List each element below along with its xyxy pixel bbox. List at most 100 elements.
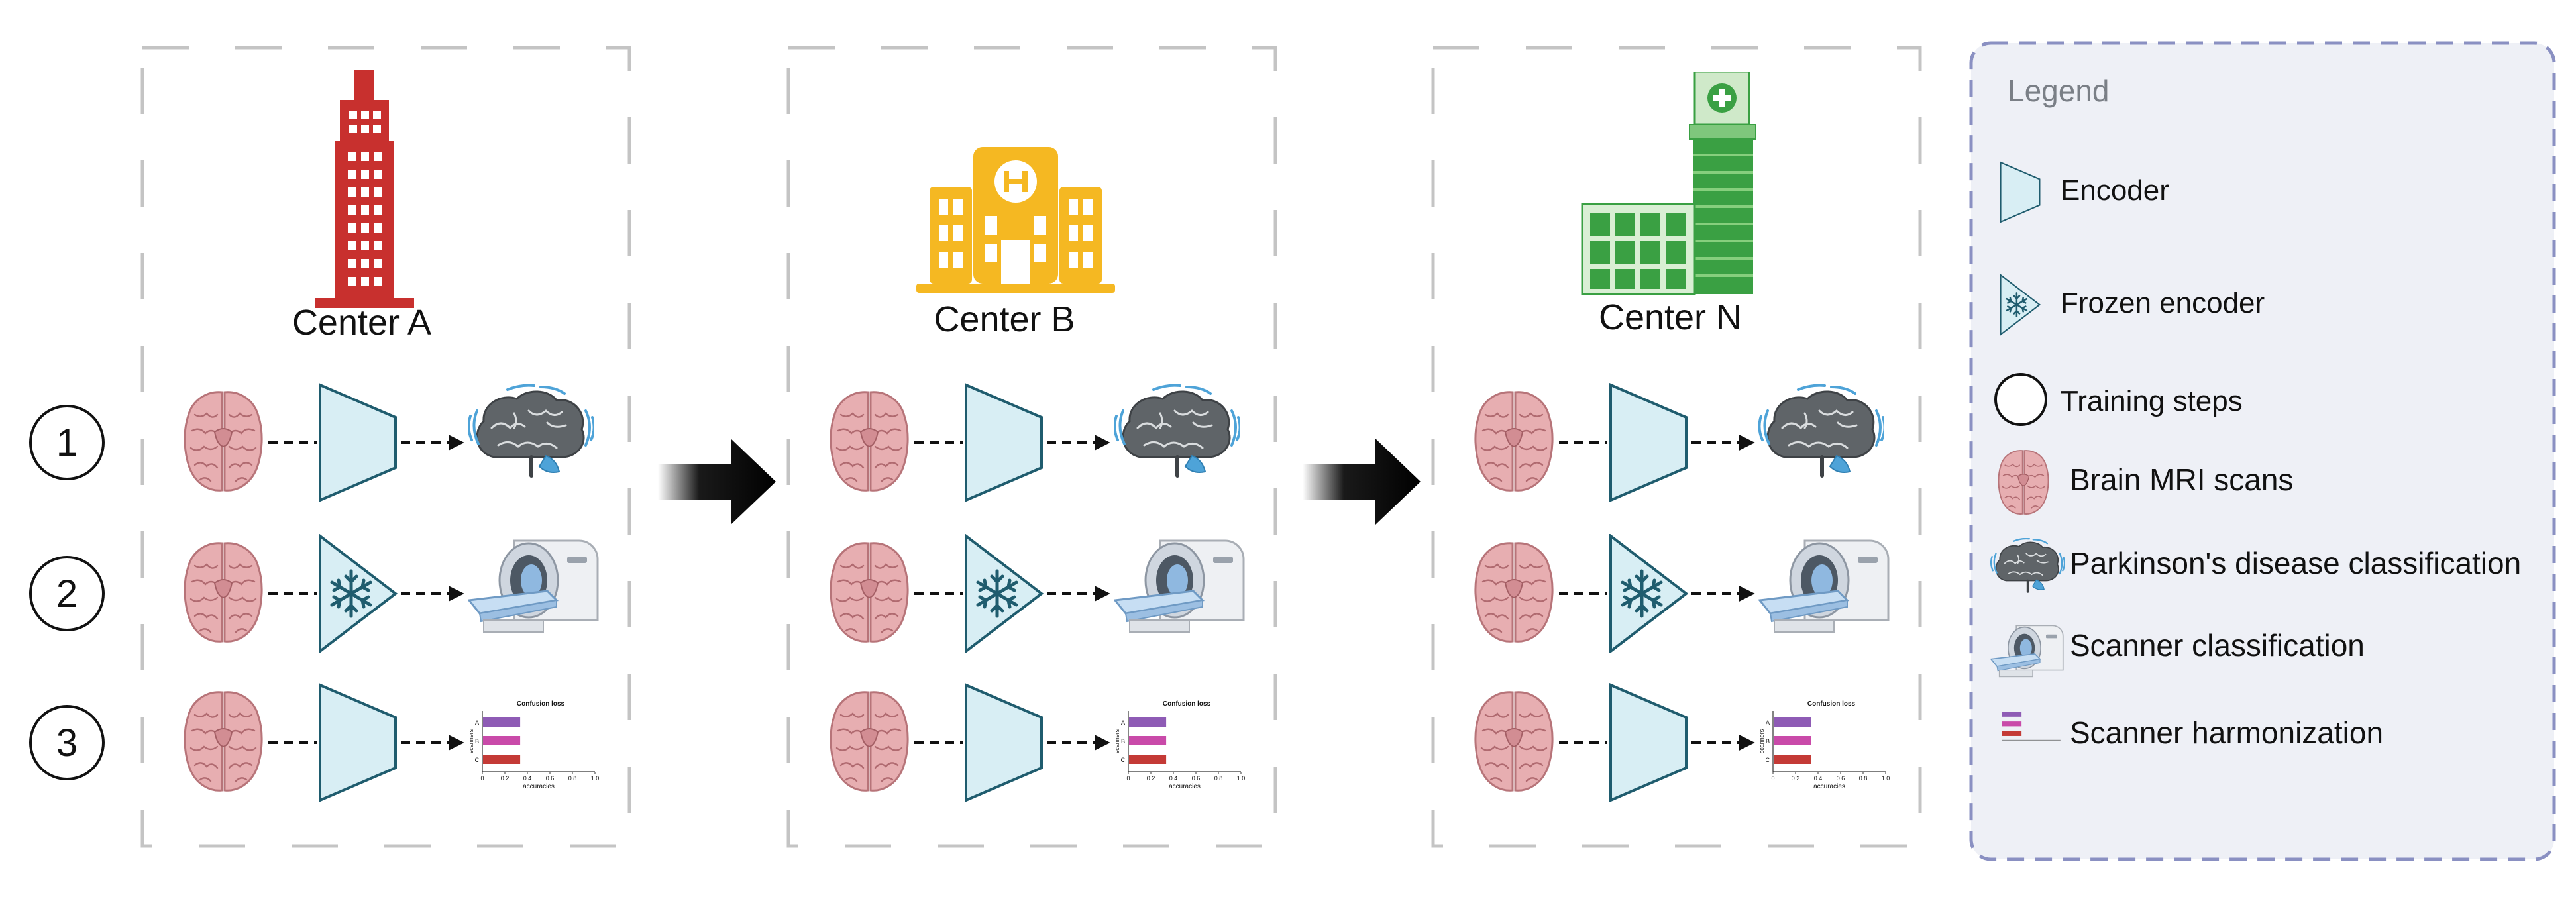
brain-mri-icon bbox=[1474, 391, 1554, 492]
legend-mini-bar-b bbox=[2002, 721, 2022, 727]
arrow-a-to-b-icon bbox=[658, 439, 776, 525]
encoder-icon bbox=[1609, 384, 1688, 502]
center-a-confusion-tick-label: 0.4 bbox=[523, 775, 532, 782]
center-a-confusion-xlabel: accuracies bbox=[523, 783, 555, 790]
center-b-confusion-tick-label: 0.6 bbox=[1192, 775, 1201, 782]
center-b-confusion-tick-label: 1.0 bbox=[1237, 775, 1246, 782]
parkinson-brain-icon bbox=[1759, 386, 1884, 476]
center-b-confusion-tick-label: 0.2 bbox=[1147, 775, 1155, 782]
legend-label-encoder: Encoder bbox=[2061, 174, 2169, 207]
encoder-icon bbox=[1609, 684, 1688, 802]
legend-mini-chart bbox=[2002, 708, 2061, 741]
parkinson-brain-icon bbox=[468, 386, 594, 476]
center-b-confusion-bar-a bbox=[1129, 717, 1167, 727]
center-a-confusion-tick-label: 0.8 bbox=[568, 775, 577, 782]
brain-mri-icon bbox=[1474, 691, 1554, 792]
center-b-confusion-bar-c bbox=[1129, 755, 1167, 764]
mini-chart-icon bbox=[2002, 708, 2061, 741]
center-a-confusion-tick-label: 1.0 bbox=[591, 775, 600, 782]
center-b-confusion-bar-b bbox=[1129, 736, 1167, 745]
center-n-confusion-title: Confusion loss bbox=[1807, 700, 1856, 708]
center-a-confusion-cat-a: A bbox=[475, 719, 479, 726]
legend-label-frozen: Frozen encoder bbox=[2061, 287, 2265, 319]
mri-scanner-icon bbox=[468, 539, 599, 633]
legend-label-scanner: Scanner classification bbox=[2070, 628, 2365, 663]
center-a-confusion-tick-label: 0 bbox=[480, 775, 484, 782]
center-a-confusion-tick-label: 0.2 bbox=[501, 775, 510, 782]
center-b-frame bbox=[786, 46, 1277, 848]
step-1-row bbox=[830, 384, 1240, 502]
circle-icon bbox=[1994, 373, 2047, 426]
step-1-label: 1 bbox=[56, 421, 78, 464]
center-n-confusion-bar-b bbox=[1774, 736, 1811, 745]
legend-mini-bar-c bbox=[2002, 731, 2022, 736]
center-b-confusion-title: Confusion loss bbox=[1163, 700, 1211, 708]
frozen-encoder-icon bbox=[320, 536, 396, 651]
step-3-marker: 3 bbox=[29, 705, 105, 780]
step-2-marker: 2 bbox=[29, 556, 105, 631]
brain-mri-icon bbox=[184, 691, 263, 792]
center-a-label: Center A bbox=[292, 303, 431, 343]
encoder-icon bbox=[319, 384, 397, 502]
center-n-confusion-xlabel: accuracies bbox=[1813, 783, 1845, 790]
center-n-label: Center N bbox=[1599, 297, 1742, 337]
brain-mri-icon bbox=[830, 391, 909, 492]
mri-scanner-icon bbox=[1114, 539, 1245, 633]
step-2-row bbox=[830, 536, 1245, 651]
step-1-row bbox=[1474, 384, 1885, 502]
center-a-frame bbox=[140, 46, 631, 848]
center-a-confusion-tick-label: 0.6 bbox=[546, 775, 555, 782]
brain-mri-icon bbox=[830, 691, 909, 792]
center-b-label: Center B bbox=[934, 299, 1075, 339]
step-2-label: 2 bbox=[56, 572, 78, 615]
center-n-confusion-tick-label: 0.8 bbox=[1859, 775, 1868, 782]
brain-mri-icon bbox=[184, 391, 263, 492]
step-1-row bbox=[184, 384, 594, 502]
brain-mri-icon bbox=[1474, 542, 1554, 643]
center-n-confusion-tick-label: 1.0 bbox=[1882, 775, 1890, 782]
center-n-confusion-ylabel: scanners bbox=[1758, 729, 1765, 753]
step-2-row bbox=[1474, 536, 1890, 651]
arrow-b-to-n-icon bbox=[1303, 439, 1421, 525]
center-b-confusion-tick-label: 0.8 bbox=[1214, 775, 1223, 782]
building-b-icon bbox=[916, 147, 1115, 293]
center-a-confusion-bar-a bbox=[483, 717, 521, 727]
center-a-confusion-cat-c: C bbox=[475, 757, 480, 763]
encoder-icon bbox=[965, 684, 1043, 802]
center-a-confusion-bar-c bbox=[483, 755, 521, 764]
encoder-icon bbox=[965, 384, 1043, 502]
legend-label-brain: Brain MRI scans bbox=[2070, 462, 2293, 497]
center-b-confusion-cat-c: C bbox=[1121, 757, 1126, 763]
step-1-marker: 1 bbox=[29, 405, 105, 480]
frozen-encoder-icon bbox=[966, 536, 1042, 651]
center-n-confusion-bar-a bbox=[1774, 717, 1811, 727]
legend-label-steps: Training steps bbox=[2061, 385, 2243, 417]
center-b-confusion-cat-a: A bbox=[1121, 719, 1125, 726]
brain-mri-icon bbox=[184, 542, 263, 643]
legend-title: Legend bbox=[2008, 74, 2110, 108]
center-a-confusion-cat-b: B bbox=[475, 738, 479, 745]
center-a-confusion-title: Confusion loss bbox=[517, 700, 565, 708]
legend-mini-bar-a bbox=[2002, 712, 2022, 717]
brain-mri-icon bbox=[830, 542, 909, 643]
center-n-confusion-tick-label: 0.2 bbox=[1792, 775, 1800, 782]
step-3-label: 3 bbox=[56, 721, 78, 765]
mri-scanner-icon bbox=[1758, 539, 1890, 633]
center-b-confusion-cat-b: B bbox=[1121, 738, 1125, 745]
step-2-row bbox=[184, 536, 599, 651]
center-b-confusion-xlabel: accuracies bbox=[1169, 783, 1201, 790]
center-n-confusion-cat-c: C bbox=[1766, 757, 1770, 763]
parkinson-brain-icon bbox=[1114, 386, 1240, 476]
center-n-confusion-cat-a: A bbox=[1766, 719, 1770, 726]
